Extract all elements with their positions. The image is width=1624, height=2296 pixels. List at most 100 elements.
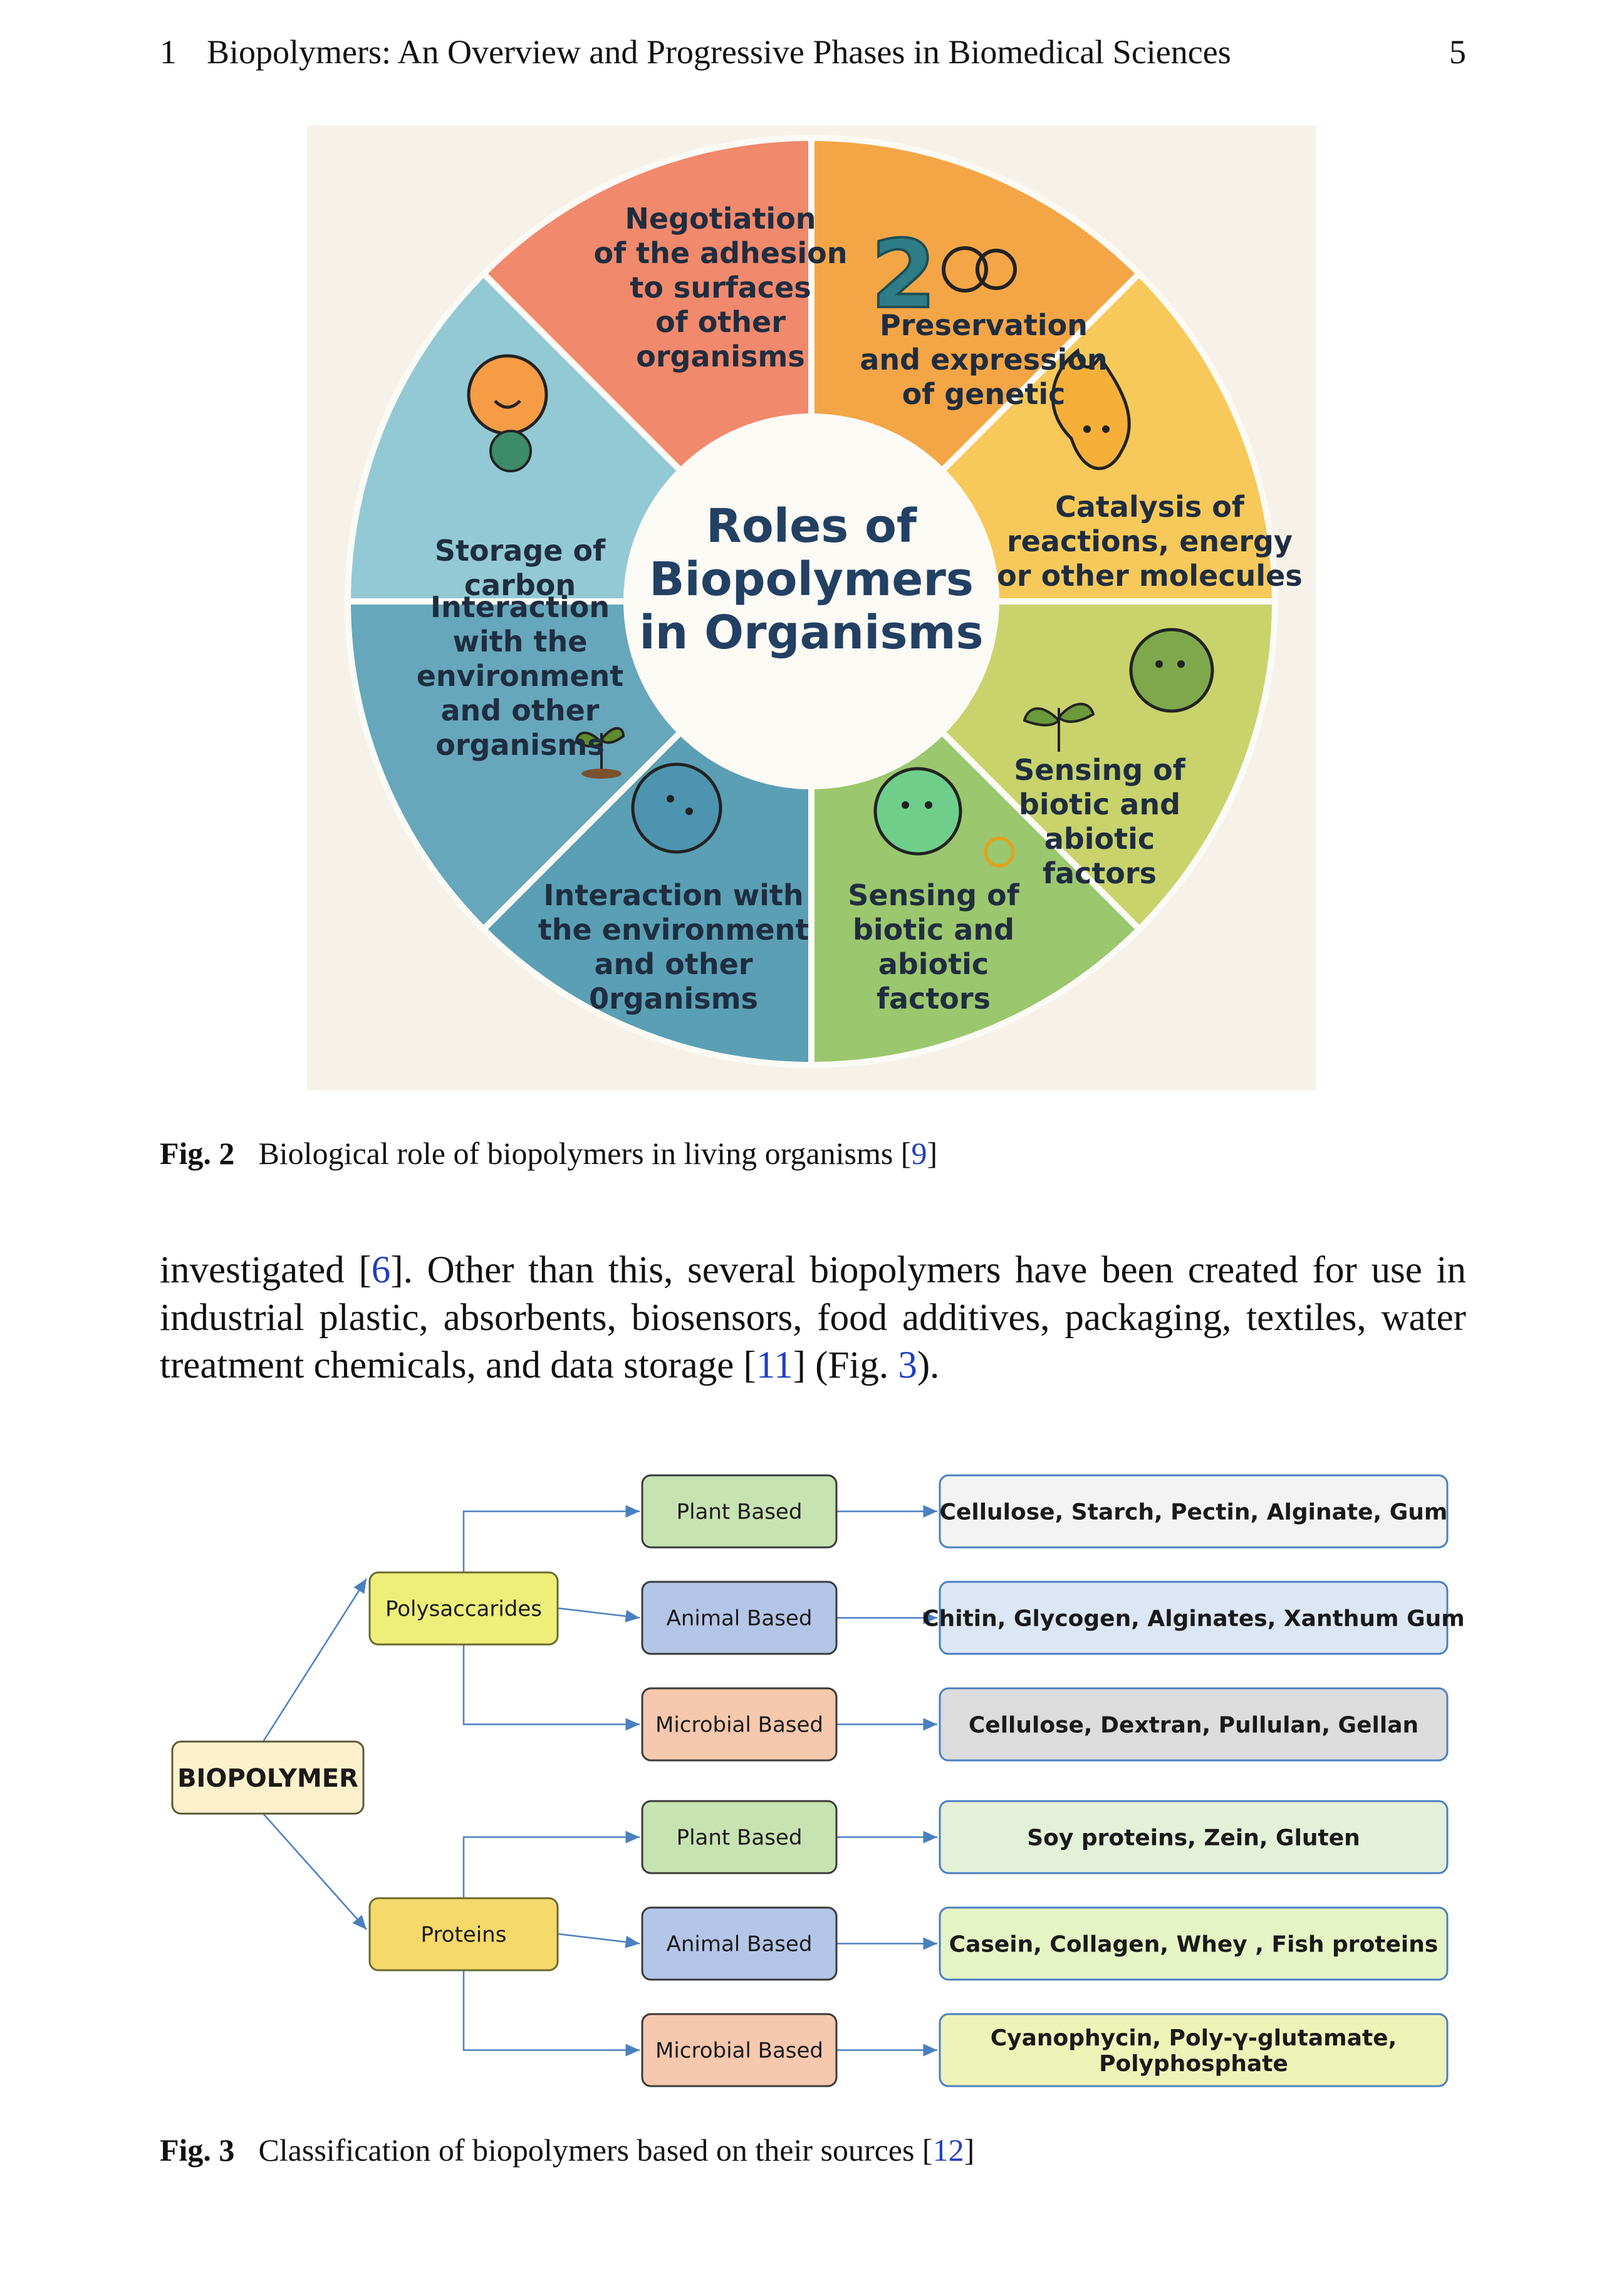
figure-2-reference-link[interactable]: 9: [911, 1136, 927, 1171]
group-node-2: [368, 1897, 559, 1971]
seedling-icon: [1023, 702, 1095, 752]
group-1-source-1: [641, 1474, 838, 1549]
segment-7-label-line-4: and other: [441, 693, 600, 727]
paragraph-line-2: industrial plastic, absorbents, biosenso…: [160, 1297, 1466, 1339]
segment-2-label-line-1: Preservation: [880, 308, 1088, 342]
segment-3-label-line-2: reactions, energy: [1007, 524, 1293, 558]
group-2-examples-3-text-1: Cyanophycin, Poly-γ-glutamate,: [991, 2025, 1397, 2051]
smiling-character-with-globe-icon: [467, 354, 548, 472]
group-2-source-1: [641, 1800, 838, 1874]
group-1-to-source-arrow-1: [462, 1505, 640, 1572]
segment-7-label-line-2: with the: [453, 625, 588, 658]
group-2-examples-2-text-1: Casein, Collagen, Whey , Fish proteins: [949, 1931, 1439, 1957]
figure-3-link[interactable]: 3: [898, 1344, 917, 1386]
segment-5-label-line-2: biotic and: [853, 913, 1014, 947]
paragraph-line-1: investigated [6]. Other than this, sever…: [160, 1249, 1466, 1291]
group-1-examples-2-text-1: Chitin, Glycogen, Alginates, Xanthum Gum: [922, 1606, 1465, 1631]
group-1-examples-3-text-1: Cellulose, Dextran, Pullulan, Gellan: [969, 1712, 1418, 1738]
reference-link-6[interactable]: 6: [371, 1249, 391, 1291]
group-node-1: [368, 1571, 559, 1646]
figure-2-caption-end: ]: [927, 1136, 938, 1171]
page-number: 5: [1449, 33, 1466, 71]
group-1-to-source-arrow-2: [557, 1607, 640, 1623]
group-1-examples-1: [939, 1474, 1449, 1549]
segment-7-label-line-1: Interaction: [430, 590, 610, 624]
flame-character-icon: [1051, 348, 1131, 470]
group-2-examples-1: [939, 1800, 1449, 1874]
group-2-source-1-text-1: Plant Based: [677, 1826, 803, 1851]
running-title: Biopolymers: An Overview and Progressive…: [207, 33, 1231, 71]
segment-8-label-line-2: carbon: [464, 568, 576, 602]
pointing-character-icon: [631, 762, 722, 854]
segment-3-label-line-3: or other molecules: [997, 559, 1302, 593]
segment-7-label-line-5: organisms: [435, 728, 604, 762]
segment-1-label-line-3: to surfaces: [630, 271, 811, 304]
segment-7-label-line-3: environment: [417, 659, 624, 693]
number-two-badge: 2: [871, 221, 936, 330]
group-1-to-source-arrow-3: [462, 1644, 640, 1731]
segment-4-label-line-3: abiotic: [1044, 822, 1155, 856]
segment-8-label-line-1: Storage of: [435, 534, 606, 568]
segment-6-label-line-4: 0rganisms: [589, 982, 758, 1016]
dna-number-two-icon: 2: [870, 219, 937, 331]
chapter-number: 1: [160, 33, 177, 71]
angry-green-character-icon: [1129, 628, 1214, 713]
root-to-group-arrow-2: [263, 1813, 367, 1930]
root-to-group-arrow-1: [262, 1578, 368, 1742]
group-2-examples-3-text-2: Polyphosphate: [1099, 2051, 1288, 2077]
group-1-examples-2: [939, 1581, 1449, 1655]
segment-6-label-line-3: and other: [595, 947, 753, 981]
group-2-examples-2: [939, 1906, 1449, 1981]
group-2-to-source-arrow-3: [462, 1970, 640, 2057]
root-node-biopolymer-text-1: BIOPOLYMER: [177, 1764, 358, 1793]
segment-4-label-line-2: biotic and: [1019, 787, 1180, 821]
sun-icon: [984, 836, 1015, 868]
group-node-2-text-1: Proteins: [421, 1923, 507, 1948]
segment-2-label-line-2: and expression: [860, 343, 1107, 377]
figure-2-label: Fig. 2: [160, 1136, 235, 1171]
figure-2-caption-text: Biological role of biopolymers in living…: [258, 1136, 912, 1171]
group-2-source-2: [641, 1906, 838, 1981]
wheel-center-disc: [623, 413, 999, 789]
running-header: 1 Biopolymers: An Overview and Progressi…: [160, 33, 1466, 71]
figure-3-caption: Fig. 3 Classification of biopolymers base…: [160, 2132, 974, 2168]
group-2-examples-3: [939, 2013, 1449, 2087]
segment-3-label-line-1: Catalysis of: [1055, 490, 1245, 524]
segment-1-label-line-1: Negotiation: [625, 202, 816, 236]
figure-3-caption-text: Classification of biopolymers based on t…: [258, 2132, 933, 2168]
center-title-line-3: in Organisms: [639, 606, 983, 660]
segment-6-label-line-2: the environment: [538, 913, 809, 947]
group-2-to-source-arrow-2: [557, 1933, 640, 1948]
group-1-source-3-text-1: Microbial Based: [655, 1713, 823, 1738]
group-1-examples-3: [939, 1687, 1449, 1762]
group-1-examples-1-text-1: Cellulose, Starch, Pectin, Alginate, Gum: [940, 1499, 1448, 1525]
group-2-examples-1-text-1: Soy proteins, Zein, Gluten: [1027, 1825, 1360, 1851]
center-title-line-1: Roles of: [706, 499, 917, 553]
reference-link-11[interactable]: 11: [756, 1344, 793, 1386]
center-title-line-2: Biopolymers: [649, 553, 974, 606]
segment-4-label-line-1: Sensing of: [1014, 753, 1186, 787]
root-node-biopolymer: [171, 1740, 365, 1815]
segment-6-label-line-1: Interaction with: [543, 878, 803, 912]
segment-1-label-line-2: of the adhesion: [594, 236, 848, 270]
green-character-icon: [873, 767, 962, 856]
figure-3-caption-end: ]: [964, 2132, 975, 2168]
segment-5-label-line-1: Sensing of: [848, 878, 1020, 912]
group-2-to-source-arrow-1: [462, 1831, 640, 1898]
figure-2-roles-wheel: Roles of Biopolymers in Organisms 2 Nego: [307, 125, 1316, 1090]
segment-5-label-line-3: abiotic: [878, 947, 989, 981]
figure-2-caption: Fig. 2 Biological role of biopolymers in …: [160, 1135, 937, 1171]
body-paragraph: investigated [6]. Other than this, sever…: [160, 1247, 1466, 1390]
segment-1-label-line-5: organisms: [636, 340, 804, 373]
figure-3-label: Fig. 3: [160, 2132, 235, 2168]
group-1-source-1-text-1: Plant Based: [677, 1500, 803, 1525]
glasses-face-icon: [942, 246, 1017, 293]
group-1-source-2: [641, 1581, 838, 1655]
segment-4-label-line-4: factors: [1043, 856, 1157, 890]
segment-1-label-line-4: of other: [655, 305, 786, 339]
segment-5-label-line-4: factors: [877, 982, 991, 1016]
group-node-1-text-1: Polysaccarides: [385, 1597, 542, 1622]
group-2-source-3-text-1: Microbial Based: [655, 2039, 823, 2064]
figure-3-reference-link[interactable]: 12: [932, 2132, 964, 2168]
